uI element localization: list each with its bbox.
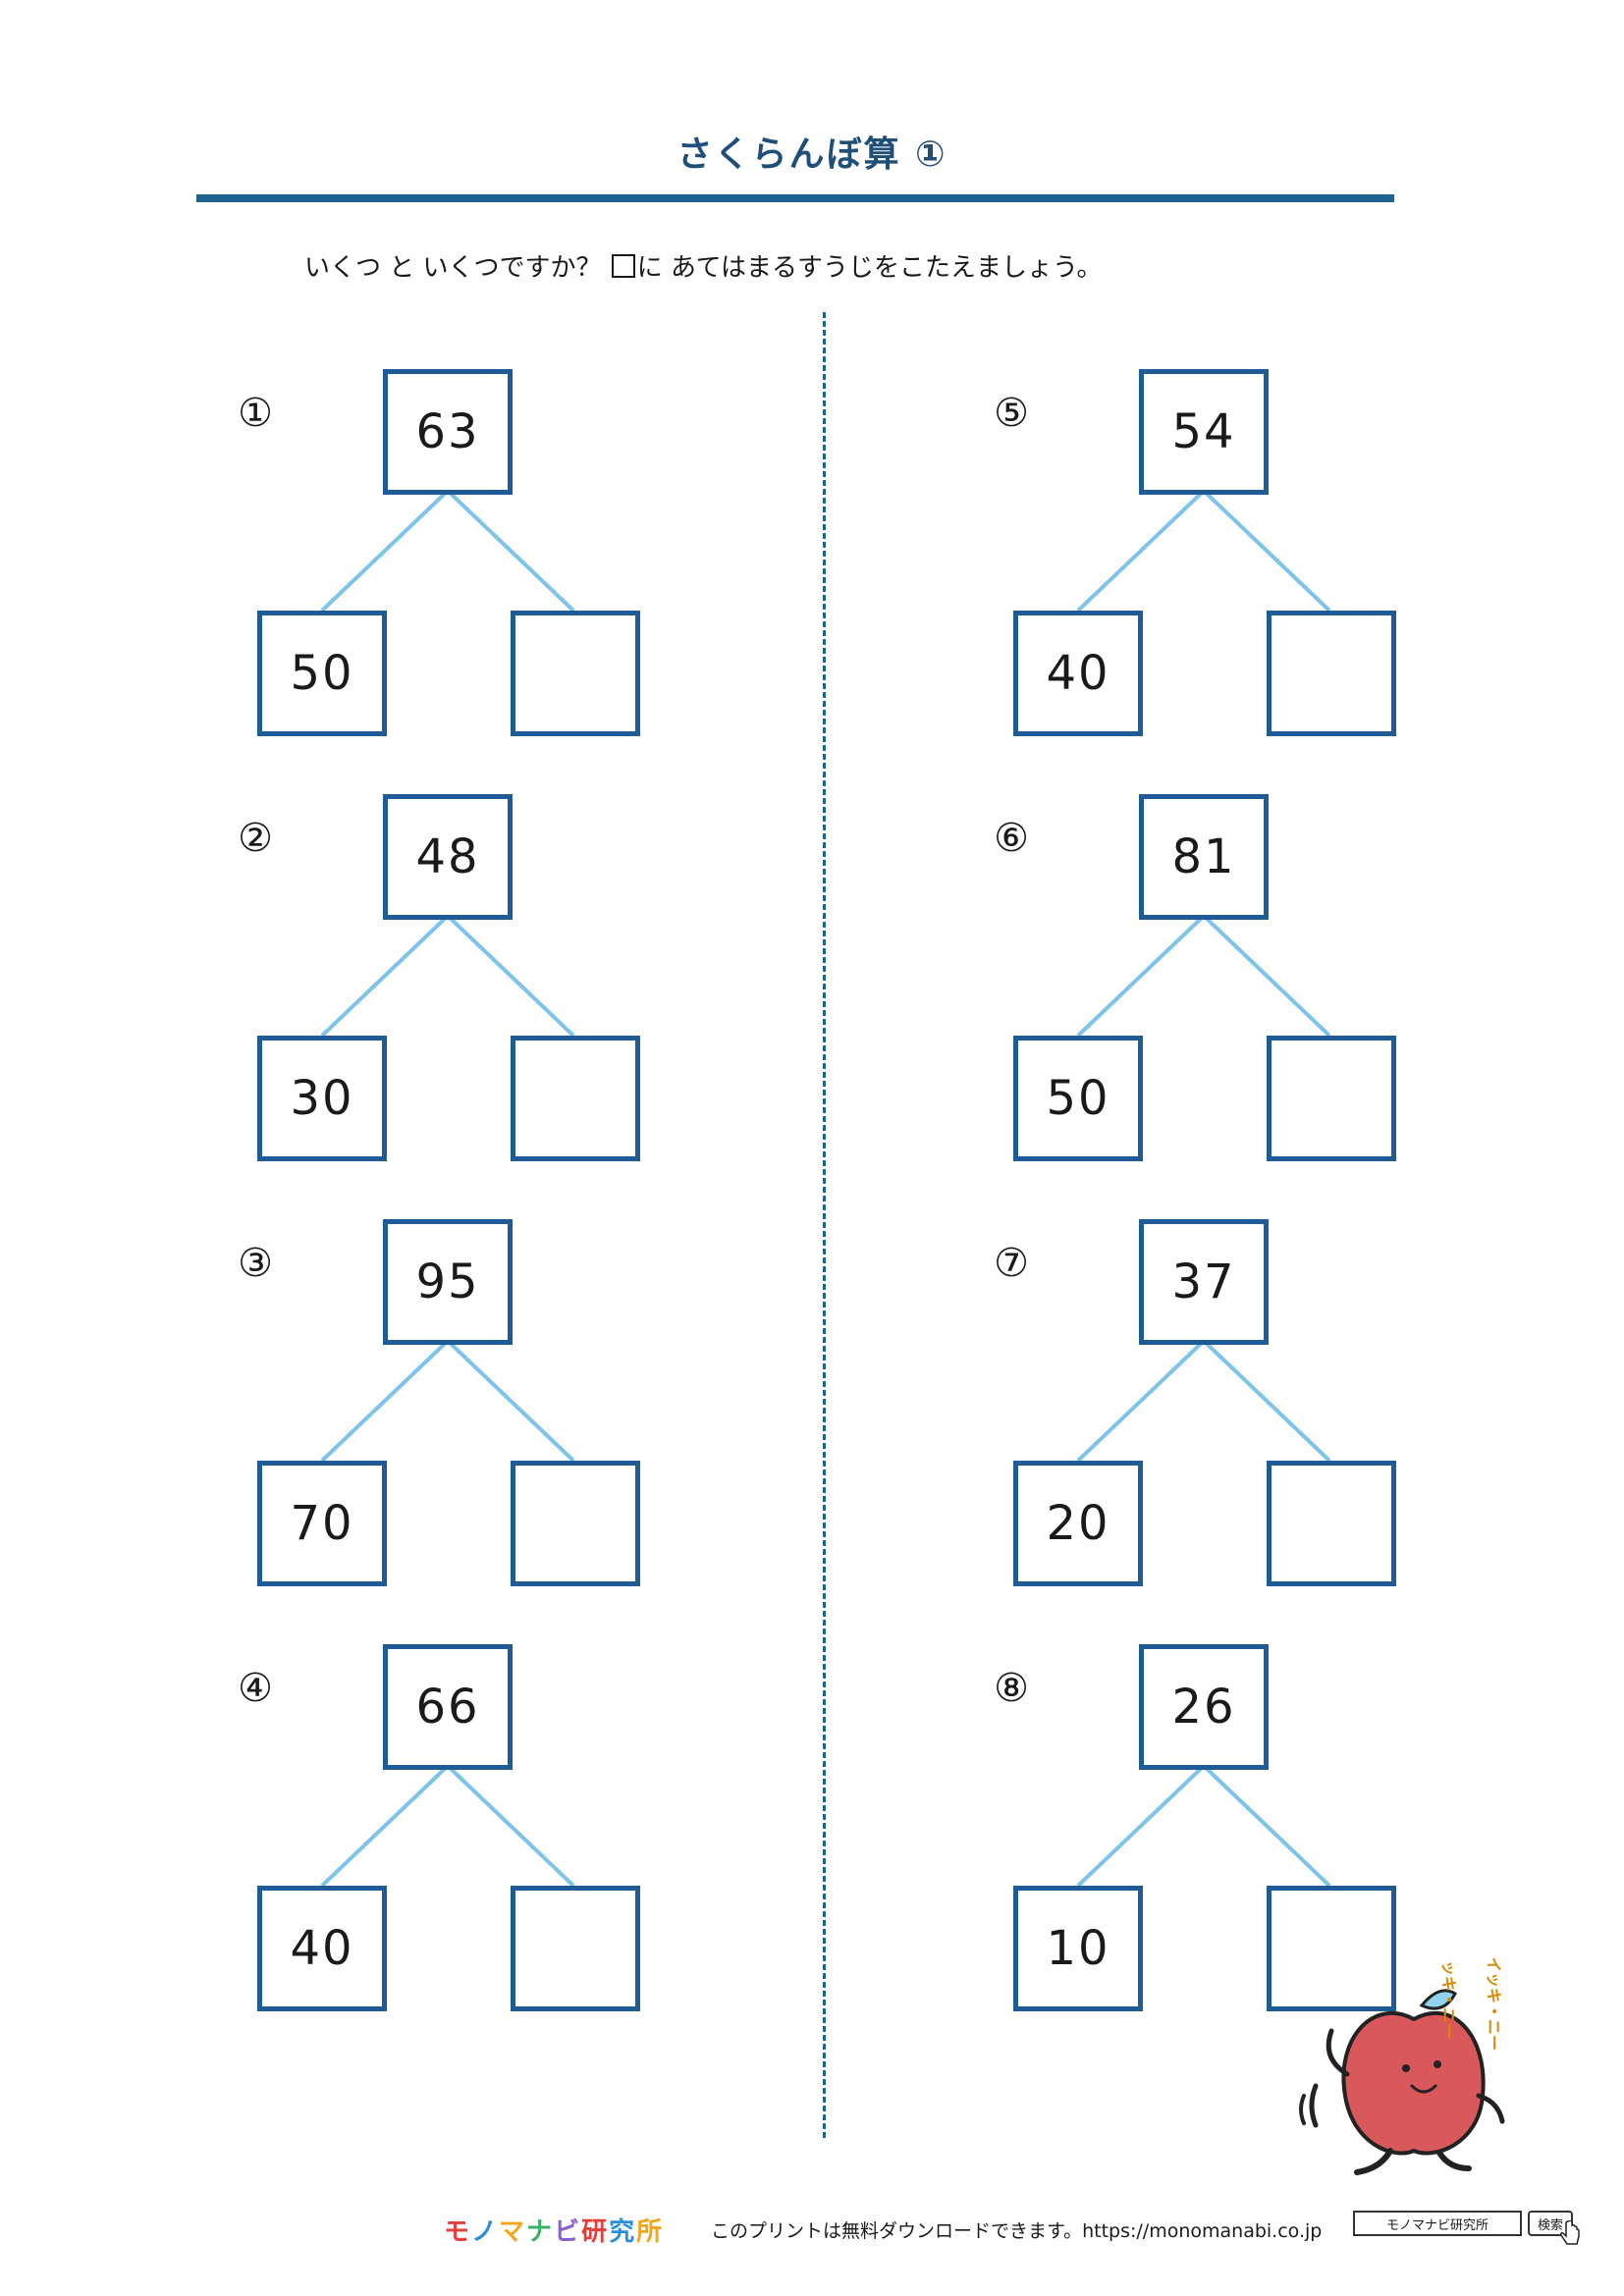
problem-number: ① [238,391,273,436]
part-box-given: 20 [1013,1461,1143,1586]
search-input[interactable]: モノマナビ研究所 [1353,2211,1522,2236]
answer-box[interactable] [1267,1461,1396,1586]
total-box: 48 [383,794,513,920]
shout-text-1: イッキ・ニー [1439,1958,1458,2039]
answer-box[interactable] [511,1036,640,1161]
problem-6: ⑥ 81 50 [994,794,1549,1206]
part-box-given: 50 [257,611,387,736]
problem-4: ④ 66 40 [238,1644,793,2056]
answer-box[interactable] [1267,1036,1396,1161]
answer-box[interactable] [1267,1886,1396,2011]
problem-7: ⑦ 37 20 [994,1219,1549,1631]
column-divider [823,312,826,2138]
answer-box[interactable] [511,1886,640,2011]
branch-lines [320,914,575,1038]
problem-number: ② [238,816,273,861]
part-box-given: 30 [257,1036,387,1161]
part-box-given: 50 [1013,1036,1143,1161]
answer-box-icon [611,254,635,278]
branch-lines [320,489,575,613]
pointer-hand-icon [1560,2220,1580,2245]
branch-lines [1076,914,1331,1038]
answer-box[interactable] [511,1461,640,1586]
problem-number: ⑧ [994,1666,1029,1711]
total-box: 54 [1139,369,1269,495]
instruction-text-after: に あてはまるすうじをこたえましょう。 [636,253,1103,283]
title-underline [196,194,1394,202]
logo-char: ナ [526,2217,555,2247]
instruction-text-before: いくつ と いくつですか？ [304,253,610,283]
logo-char: ビ [554,2217,582,2247]
answer-box[interactable] [1267,611,1396,736]
total-box: 63 [383,369,513,495]
problem-2: ② 48 30 [238,794,793,1206]
logo-char: モ [444,2217,472,2247]
total-box: 26 [1139,1644,1269,1770]
problem-number: ④ [238,1666,273,1711]
logo-char: 研 [581,2217,610,2247]
total-box: 81 [1139,794,1269,920]
logo-char: 所 [636,2217,665,2247]
page-title: さくらんぼ算 ① [677,134,947,175]
problem-5: ⑤ 54 40 [994,369,1549,781]
branch-lines [1076,1339,1331,1463]
answer-box[interactable] [511,611,640,736]
part-box-given: 40 [257,1886,387,2011]
problem-number: ③ [238,1241,273,1286]
branch-lines [1076,1764,1331,1888]
problem-1: ① 63 50 [238,369,793,781]
problem-8: ⑧ 26 10 [994,1644,1549,2056]
instruction: いくつ と いくつですか？ に あてはまるすうじをこたえましょう。 [304,247,1102,284]
part-box-given: 10 [1013,1886,1143,2011]
branch-lines [320,1764,575,1888]
problem-number: ⑥ [994,816,1029,861]
site-logo[interactable]: モノマナビ研究所 [444,2212,664,2248]
part-box-given: 70 [257,1461,387,1586]
branch-lines [320,1339,575,1463]
logo-char: マ [499,2217,527,2247]
logo-char: 究 [609,2217,637,2247]
apple-mascot-icon: イッキ・ニー イッキ・ニー [1299,1958,1505,2175]
problem-3: ③ 95 70 [238,1219,793,1631]
shout-text-2: イッキ・ニー [1485,1958,1503,2051]
problem-number: ⑤ [994,391,1029,436]
part-box-given: 40 [1013,611,1143,736]
total-box: 37 [1139,1219,1269,1345]
branch-lines [1076,489,1331,613]
total-box: 66 [383,1644,513,1770]
total-box: 95 [383,1219,513,1345]
logo-char: ノ [471,2217,500,2247]
problem-number: ⑦ [994,1241,1029,1286]
footer-download-note: このプリントは無料ダウンロードできます。https://monomanabi.c… [711,2220,1323,2242]
